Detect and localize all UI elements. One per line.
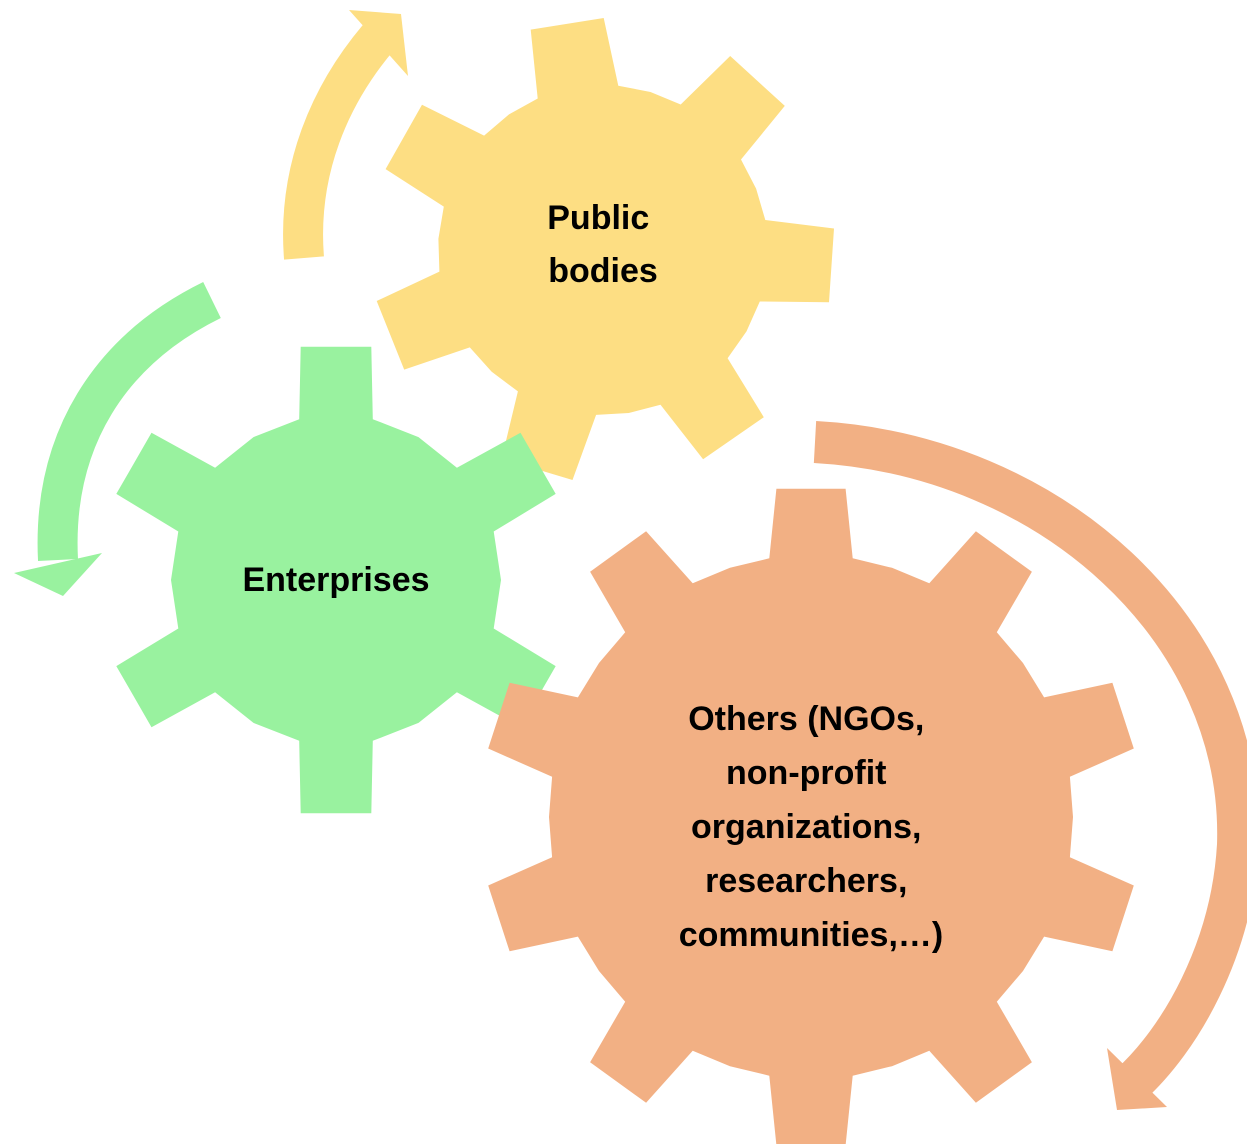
public-bodies-gear: Public bodies [376, 18, 834, 480]
others-gear: Others (NGOs, non-profit organizations, … [488, 488, 1134, 1144]
others-label-line-5: communities,…) [679, 916, 943, 954]
others-label-line-2: non-profit [726, 754, 887, 792]
public-bodies-label: Public bodies [547, 199, 658, 290]
yellow-curved-arrow [283, 10, 408, 260]
enterprises-gear: Enterprises [116, 346, 556, 814]
others-label: Others (NGOs, non-profit organizations, … [679, 700, 943, 954]
orange-curved-arrow [813, 421, 1247, 1110]
curved-arrows [14, 10, 1247, 1110]
others-label-line-3: organizations, [691, 808, 921, 846]
others-label-line-4: researchers, [705, 862, 907, 900]
gears: Public bodies Enterprises Others (NGOs, … [116, 18, 1134, 1144]
enterprises-label: Enterprises [242, 561, 429, 599]
others-label-line-1: Others (NGOs, [688, 700, 924, 738]
public-bodies-label-line-2: bodies [548, 252, 658, 290]
enterprises-gear-shape [116, 346, 556, 814]
enterprises-label-line-1: Enterprises [242, 561, 429, 599]
others-gear-shape [488, 488, 1134, 1144]
green-curved-arrow [14, 282, 221, 596]
public-bodies-gear-shape [376, 18, 834, 480]
public-bodies-label-line-1: Public [547, 199, 649, 237]
